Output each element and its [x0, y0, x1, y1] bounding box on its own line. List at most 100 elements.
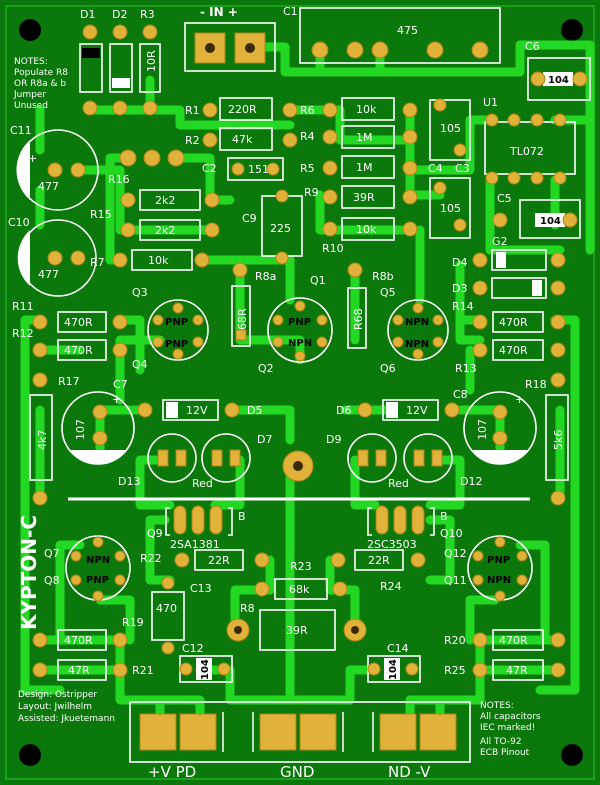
- mounting-hole-tl: [19, 19, 41, 41]
- r2-ref: R2: [185, 134, 200, 147]
- d13-outline: [147, 433, 197, 483]
- d12-outline: [403, 433, 453, 483]
- r8a-ref: R8a: [255, 270, 276, 283]
- r14-ref: R14: [452, 300, 474, 313]
- c3-ref: C3: [455, 162, 470, 175]
- r22-outline: [194, 549, 244, 571]
- q11-ref: Q11: [444, 574, 467, 587]
- c10-ref: C10: [8, 216, 30, 229]
- svg-text:Jumper: Jumper: [13, 90, 46, 100]
- r16-ref: R16: [108, 173, 130, 186]
- nd-pad-1: [379, 713, 417, 751]
- q10-b-marker: B: [440, 510, 448, 523]
- mounting-hole-bl: [19, 744, 41, 766]
- r5-value: 1M: [356, 161, 373, 174]
- c5-value: 104: [540, 216, 561, 227]
- r20-ref: R20: [444, 634, 466, 647]
- r23-outline: [274, 578, 328, 600]
- r16-outline: [139, 189, 201, 211]
- c11-ref: C11: [10, 124, 32, 137]
- c13-outline: [151, 591, 185, 641]
- r13-outline: [492, 339, 544, 361]
- q6-type: NPN: [405, 339, 429, 350]
- q9-ref: Q9: [147, 527, 163, 540]
- q11-type: NPN: [487, 575, 511, 586]
- r8-value: 39R: [286, 624, 308, 637]
- r19-value: 470R: [64, 634, 93, 647]
- c2-outline: [227, 157, 284, 181]
- d3-ref: D3: [452, 282, 467, 295]
- q10-value: 2SC3503: [367, 538, 417, 551]
- q6-ref: Q6: [380, 362, 396, 375]
- q8-type: PNP: [86, 575, 109, 586]
- q1-ref: Q1: [310, 274, 326, 287]
- r19-outline: [57, 629, 107, 651]
- c14-value: 104: [388, 659, 399, 680]
- r20-outline: [492, 629, 544, 651]
- r17-value: 4k7: [36, 430, 49, 450]
- r15-ref: R15: [90, 208, 112, 221]
- q3-q4-outline: [147, 299, 209, 361]
- d6-ref: D6: [336, 404, 351, 417]
- svg-text:+: +: [28, 152, 37, 165]
- r11-value: 470R: [64, 316, 93, 329]
- d9-color: Red: [388, 477, 409, 490]
- q9-b-marker: B: [238, 510, 246, 523]
- r14-outline: [492, 311, 544, 333]
- r24-ref: R24: [380, 580, 402, 593]
- r7-value: 10k: [148, 254, 169, 267]
- r21-ref: R21: [132, 664, 154, 677]
- r6-value: 10k: [356, 103, 377, 116]
- q3-ref: Q3: [132, 286, 148, 299]
- c7-value: 107: [74, 419, 87, 440]
- svg-text:IEC marked!: IEC marked!: [480, 723, 535, 733]
- r8b-outline: [347, 287, 367, 349]
- r9-ref: R9: [304, 186, 319, 199]
- r8a-outline: [231, 285, 251, 347]
- r14-value: 470R: [499, 316, 528, 329]
- d4-ref: D4: [452, 256, 467, 269]
- r3-ref: R3: [140, 8, 155, 21]
- d2-ref: D2: [112, 8, 127, 21]
- r6-outline: [341, 97, 395, 121]
- c6-ref: C6: [525, 40, 540, 53]
- notes-top: NOTES: Populate R8 OR R8a & b Jumper Unu…: [13, 57, 68, 111]
- r13-value: 470R: [499, 344, 528, 357]
- gnd-pad-2: [299, 713, 337, 751]
- q2-type: NPN: [288, 338, 312, 349]
- c7-outline: [61, 391, 135, 465]
- r17-ref: R17: [58, 375, 80, 388]
- r7-ref: R7: [90, 256, 105, 269]
- c8-outline: [463, 391, 537, 465]
- r24-outline: [354, 549, 404, 571]
- r16-value: 2k2: [155, 194, 175, 207]
- pd-pad-1: [139, 713, 177, 751]
- r8b-value: R68: [352, 308, 365, 330]
- mounting-hole-br: [561, 744, 583, 766]
- r2-value: 47k: [232, 133, 253, 146]
- r25-value: 47R: [506, 664, 528, 677]
- q8-ref: Q8: [44, 574, 60, 587]
- d9-outline: [347, 433, 397, 483]
- q5-type: NPN: [405, 317, 429, 328]
- c3-outline: [429, 177, 471, 239]
- r2-outline: [219, 127, 273, 151]
- r18-ref: R18: [525, 378, 547, 391]
- c7-ref: C7: [113, 378, 128, 391]
- d7-ref: D7: [257, 433, 272, 446]
- nd-pad-2: [419, 713, 457, 751]
- q12-ref: Q12: [444, 547, 467, 560]
- svg-text:NOTES:: NOTES:: [480, 701, 514, 711]
- d3-outline: [491, 277, 547, 299]
- c6-value: 104: [548, 75, 569, 86]
- r10-ref: R10: [322, 242, 344, 255]
- gnd-label: GND: [280, 763, 314, 781]
- r3-value: 10R: [145, 50, 158, 72]
- g2-ref: G2: [492, 235, 508, 248]
- r10-value: 10k: [356, 223, 377, 236]
- r12-value: 470R: [64, 344, 93, 357]
- r8a-value: 68R: [236, 308, 249, 330]
- d7-outline: [201, 433, 251, 483]
- pd-label: +V PD: [148, 763, 196, 781]
